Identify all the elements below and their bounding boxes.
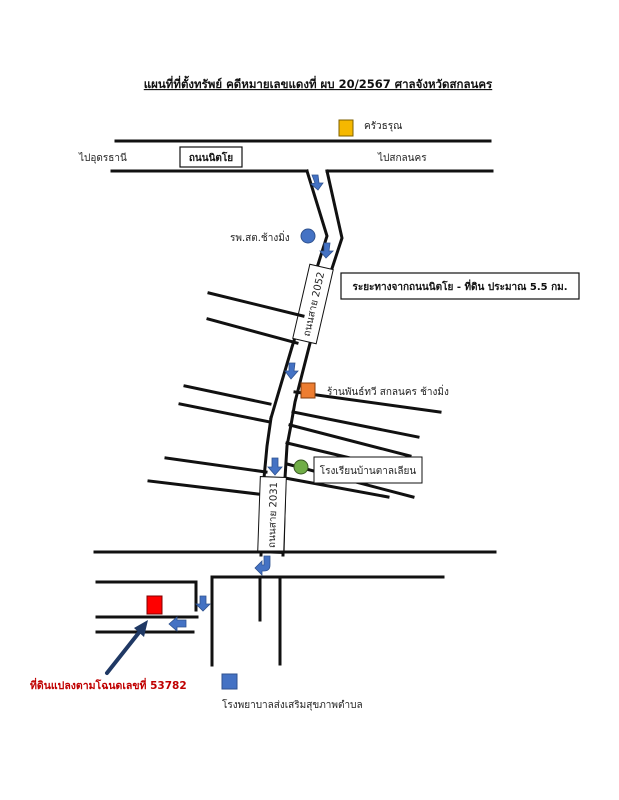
highway-2031-label: ถนนสาย 2031 <box>267 482 280 548</box>
highway-2052-sign: ถนนสาย 2052 <box>292 263 334 345</box>
map-title: แผนที่ที่ตั้งทรัพย์ คดีหมายเลขแดงที่ ผบ … <box>144 75 493 91</box>
health-center-marker-icon <box>300 228 316 244</box>
main-road-nittayo <box>110 139 494 173</box>
arrow-down-icon <box>310 174 324 191</box>
arrow-down-icon <box>267 457 283 476</box>
direction-udon: ไปอุดรธานี <box>78 152 127 164</box>
arrow-down-icon <box>195 595 211 612</box>
main-road-name: ถนนนิตโย <box>189 151 233 164</box>
target-plot-marker-icon <box>146 595 163 615</box>
distance-note: ระยะทางจากถนนนิตโย - ที่ดิน ประมาณ 5.5 ก… <box>352 279 567 293</box>
distance-note-box <box>340 272 580 300</box>
landmark-shop-label: ร้านพันธ์ทวี สกลนคร ช้างมิ่ง <box>327 384 449 398</box>
arrow-down-icon <box>319 242 334 259</box>
landmark-restaurant-label: ครัวธรุณ <box>364 121 402 132</box>
target-pointer-arrow-icon <box>105 620 148 675</box>
arrow-down-icon <box>284 362 299 380</box>
school-label-box <box>313 456 423 484</box>
school-marker-icon <box>293 459 309 475</box>
highway-2031-sign: ถนนสาย 2031 <box>257 476 287 554</box>
shop-marker-icon <box>300 382 316 399</box>
hospital-marker-icon <box>221 673 238 690</box>
main-road-name-box <box>179 146 243 168</box>
landmark-school-label: โรงเรียนบ้านตาลเลียน <box>320 464 417 477</box>
landmark-hospital-label: โรงพยาบาลส่งเสริมสุขภาพตำบล <box>222 698 363 711</box>
route-arrows <box>168 174 334 632</box>
landmark-health-center-label: รพ.สต.ช้างมิ่ง <box>230 230 290 244</box>
target-plot-label: ที่ดินแปลงตามโฉนดเลขที่ 53782 <box>30 677 187 692</box>
restaurant-marker-icon <box>338 119 354 137</box>
arrow-turn-icon <box>254 555 271 576</box>
bottom-roads <box>93 550 497 667</box>
direction-sakon: ไปสกลนคร <box>377 152 427 164</box>
arrow-left-icon <box>168 616 187 632</box>
